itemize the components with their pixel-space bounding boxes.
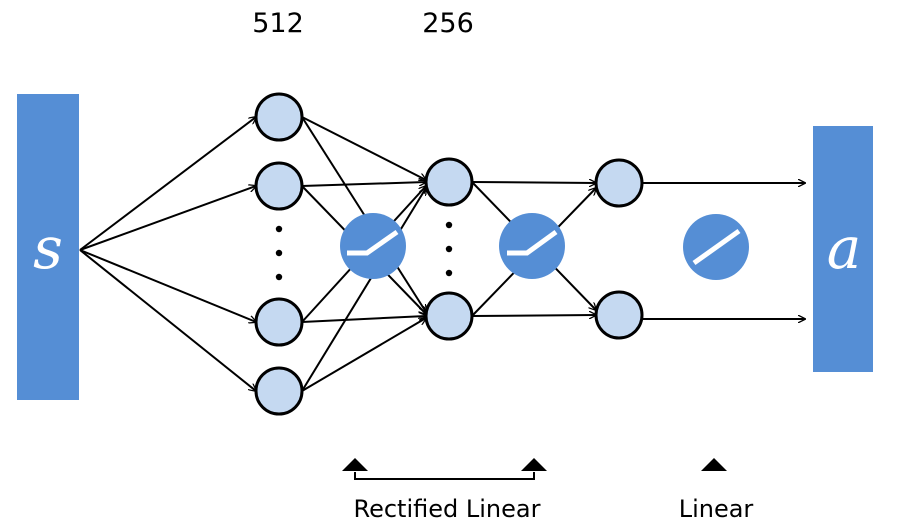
hidden-layer-3 (594, 158, 644, 340)
rectified-linear-label: Rectified Linear (354, 495, 541, 523)
linear-activation-icon (683, 214, 749, 280)
ellipsis-dot (275, 225, 283, 233)
bracket (354, 472, 535, 480)
ellipsis-dot (445, 221, 453, 229)
hidden1-edges (301, 116, 426, 392)
node (254, 366, 304, 416)
node (254, 297, 304, 347)
ellipsis-dot (445, 269, 453, 277)
pointer-triangle-icon (342, 458, 368, 471)
hidden-layer-2 (424, 157, 474, 341)
input-edges (79, 117, 256, 391)
ellipsis-dot (445, 245, 453, 253)
layer-size-512-label: 512 (252, 8, 304, 39)
node (424, 157, 474, 207)
node (254, 161, 304, 211)
ellipsis-dot (275, 249, 283, 257)
output-bar (813, 126, 873, 372)
output-edges (642, 183, 805, 319)
relu-activation-icon (340, 213, 406, 279)
relu-activation-icon (499, 213, 565, 279)
node (594, 158, 644, 208)
node (254, 92, 304, 142)
input-bar (17, 94, 79, 400)
pointer-triangle-icon (701, 458, 727, 471)
output-symbol: a (827, 214, 862, 282)
hidden-layer-1 (254, 92, 304, 416)
node (594, 290, 644, 340)
input-symbol: s (33, 214, 63, 282)
ellipsis-dot (275, 273, 283, 281)
linear-label: Linear (679, 495, 754, 523)
pointer-triangle-icon (521, 458, 547, 471)
node (424, 291, 474, 341)
layer-size-256-label: 256 (422, 8, 474, 39)
